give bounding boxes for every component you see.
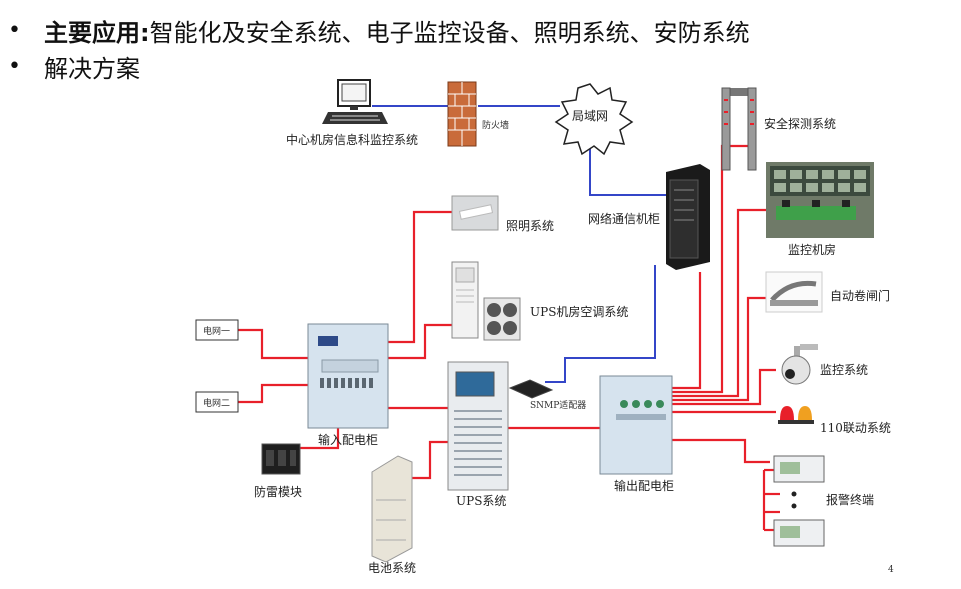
alarm-lights-icon [778, 406, 814, 424]
firewall-label: 防火墙 [482, 119, 509, 131]
ups-label: UPS系统 [456, 494, 506, 508]
rolling-door-icon [765, 271, 823, 313]
surveillance-label: 监控系统 [820, 363, 868, 377]
output-cabinet-icon [599, 375, 673, 475]
bullet-main-application: • 主要应用: 智能化及安全系统、电子监控设备、照明系统、安防系统 [8, 12, 750, 48]
rolling-door-label: 自动卷闸门 [830, 288, 890, 303]
line-grid1-input [238, 328, 308, 360]
line-lan-cabinet [589, 140, 668, 196]
output-cabinet-label: 输出配电柜 [614, 478, 674, 493]
firewall-icon [447, 81, 477, 147]
grid2-box: 电网二 [195, 391, 239, 413]
line-output-alarm [672, 438, 770, 464]
alarm-terminal-icon [773, 455, 825, 547]
grid1-box: 电网一 [195, 319, 239, 341]
line-output-door [672, 296, 768, 402]
dome-camera-icon [781, 344, 818, 385]
network-lines [372, 105, 668, 383]
line-grid2-input [238, 383, 308, 404]
monitor-room-label: 监控机房 [788, 242, 836, 257]
page-mark: 4 [888, 565, 894, 575]
line-ups-battery [412, 440, 448, 480]
network-cabinet-icon [666, 164, 710, 270]
line-output-detector [672, 144, 752, 394]
battery-cabinet-icon [371, 455, 413, 563]
line-input-lightning [300, 428, 340, 450]
lighting-label: 照明系统 [506, 219, 554, 233]
ups-icon [447, 361, 509, 491]
bullet-list: • 主要应用: 智能化及安全系统、电子监控设备、照明系统、安防系统 • 解决方案 [8, 12, 750, 84]
lightning-module-icon [261, 443, 301, 475]
light-fixture-icon [451, 195, 499, 231]
security-detect-label: 安全探测系统 [764, 116, 836, 131]
snmp-label: SNMP适配器 [530, 400, 586, 411]
ups-ac-label: UPS机房空调系统 [530, 304, 628, 319]
line-cabinet-snmp [545, 265, 656, 383]
metal-detector-gate-icon [721, 87, 757, 171]
lightning-label: 防雷模块 [254, 484, 302, 499]
bullet-text: 智能化及安全系统、电子监控设备、照明系统、安防系统 [149, 18, 750, 47]
air-conditioner-icon [451, 261, 521, 341]
monitor-room-image [766, 162, 874, 238]
input-cabinet-label: 输入配电柜 [318, 432, 378, 447]
lan-label: 局域网 [572, 109, 608, 123]
line-input-lighting [388, 210, 452, 344]
input-cabinet-icon [307, 323, 389, 429]
bullet-text: 解决方案 [44, 54, 140, 83]
network-cabinet-label: 网络通信机柜 [588, 211, 660, 226]
lan-cloud-icon [554, 83, 634, 156]
battery-label: 电池系统 [368, 561, 416, 575]
bullet-dot: • [8, 53, 21, 79]
line-output-camera [672, 368, 776, 406]
center-room-label: 中心机房信息科监控系统 [286, 132, 418, 147]
grid1-label: 电网一 [203, 325, 230, 337]
line-input-ac [388, 323, 452, 360]
linkage-110-label: 110联动系统 [820, 421, 891, 435]
bullet-bold-label: 主要应用: [44, 18, 150, 47]
bullet-solution: • 解决方案 [8, 48, 750, 84]
alarm-terminal-label: 报警终端 [826, 492, 874, 507]
line-output-monitorroom [672, 208, 766, 398]
line-output-cabinet [672, 272, 702, 390]
grid2-label: 电网二 [203, 397, 230, 409]
power-lines [238, 144, 780, 532]
computer-icon [322, 79, 388, 124]
snmp-adapter-icon [508, 379, 554, 399]
bullet-dot: • [8, 17, 21, 43]
